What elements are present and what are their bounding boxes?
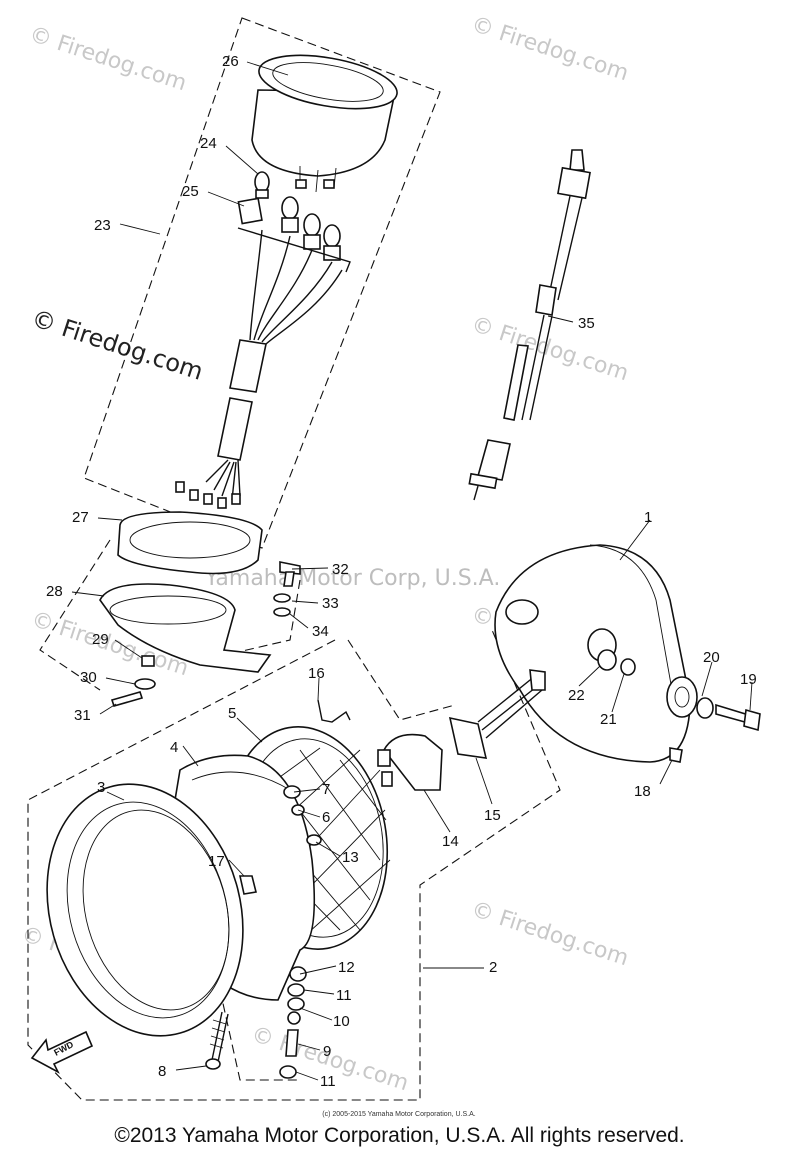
speedometer-lens <box>258 54 398 110</box>
callout-17: 17 <box>208 853 225 870</box>
meter-cushion <box>117 511 263 575</box>
callout-20: 20 <box>703 649 720 666</box>
bolt-washer-set <box>273 561 301 617</box>
headlight-unit-outline <box>27 629 561 1101</box>
callout-28: 28 <box>46 583 63 600</box>
bracket-group-outline <box>237 579 301 653</box>
meter-rings <box>99 511 272 673</box>
callout-8: 8 <box>158 1063 166 1080</box>
callout-4: 4 <box>170 739 178 756</box>
callout-5: 5 <box>228 705 236 722</box>
callout-23: 23 <box>94 217 111 234</box>
callout-16: 16 <box>308 665 325 682</box>
speedometer-cable <box>468 149 591 501</box>
callout-22: 22 <box>568 687 585 704</box>
shell-hardware <box>597 649 761 763</box>
callout-13: 13 <box>342 849 359 866</box>
fwd-arrow: FWD <box>30 1030 94 1074</box>
adjust-screw <box>205 1011 229 1070</box>
watermark: © Firedog.com <box>468 12 631 86</box>
watermark-main: © Firedog.com <box>28 304 206 386</box>
callout-12: 12 <box>338 959 355 976</box>
callout-9: 9 <box>323 1043 331 1060</box>
callout-2: 2 <box>489 959 497 976</box>
speedometer-body <box>251 89 396 177</box>
spring <box>317 699 351 723</box>
callout-27: 27 <box>72 509 89 526</box>
headlight-rim <box>46 783 244 1037</box>
callout-19: 19 <box>740 671 757 688</box>
callout-3: 3 <box>97 779 105 796</box>
callout-1: 1 <box>644 509 652 526</box>
callout-15: 15 <box>484 807 501 824</box>
callout-24: 24 <box>200 135 217 152</box>
callout-35: 35 <box>578 315 595 332</box>
meter-bracket <box>99 583 272 673</box>
copyright-footer: ©2013 Yamaha Motor Corporation, U.S.A. A… <box>114 1124 685 1147</box>
callout-29: 29 <box>92 631 109 648</box>
speedometer <box>251 54 398 193</box>
callout-34: 34 <box>312 623 329 640</box>
fwd-arrow-shape <box>30 1030 94 1074</box>
bulb-glass <box>254 171 270 193</box>
small-hardware <box>110 655 156 707</box>
socket-cluster <box>237 196 351 273</box>
headlight-unit-outline <box>347 639 456 721</box>
bracket-group-outline <box>39 539 111 691</box>
bulb <box>254 171 270 199</box>
callout-7: 7 <box>322 781 330 798</box>
callout-11: 11 <box>320 1073 336 1090</box>
callout-14: 14 <box>442 833 459 850</box>
watermark: © Firedog.com <box>26 22 189 96</box>
spring-nut-set <box>279 966 307 1079</box>
callout-10: 10 <box>333 1013 350 1030</box>
headlight-shell <box>494 544 698 763</box>
callout-labels: 1 2 3 4 5 6 7 8 9 10 11 11 12 13 14 15 1… <box>46 53 757 1090</box>
callout-33: 33 <box>322 595 339 612</box>
callout-21: 21 <box>600 711 617 728</box>
leader-lines <box>71 61 753 1081</box>
meter-assembly-outline <box>83 17 441 549</box>
rubber-cover <box>383 733 443 791</box>
clip <box>239 875 257 895</box>
callout-32: 32 <box>332 561 349 578</box>
callout-26: 26 <box>222 53 239 70</box>
callout-30: 30 <box>80 669 97 686</box>
callout-25: 25 <box>182 183 199 200</box>
headlight-socket <box>383 669 546 791</box>
fine-print: (c) 2005-2015 Yamaha Motor Corporation, … <box>322 1111 475 1118</box>
callout-11: 11 <box>336 987 352 1004</box>
callout-18: 18 <box>634 783 651 800</box>
maker-watermark: Yamaha Motor Corp, U.S.A. <box>204 566 500 591</box>
wiring-harness <box>175 229 343 509</box>
callout-6: 6 <box>322 809 330 826</box>
callout-31: 31 <box>74 707 91 724</box>
